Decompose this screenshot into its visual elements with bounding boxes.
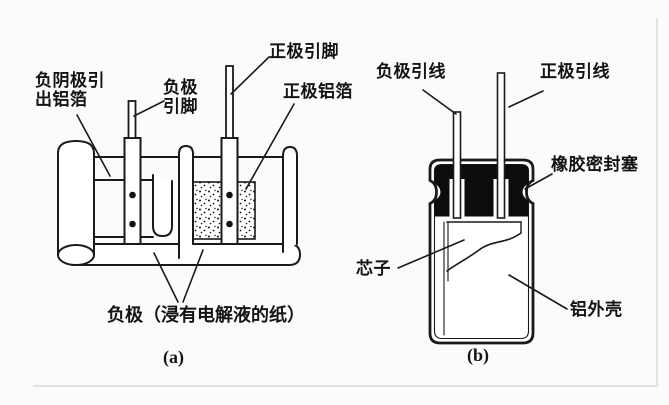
label-case: 铝外壳 [570,300,623,320]
rubber-seal-plug [434,164,529,217]
pos-tab [220,137,239,245]
card-bottom-border [33,385,658,387]
leader-core [397,239,465,269]
leader-rubber-seal [524,173,553,190]
neg-rivet-bottom [129,220,136,228]
leader-case [508,274,568,310]
label-neg-paper: 负极（浸有电解液的纸） [107,305,305,326]
paper-roll-bottom [57,244,95,266]
paper-curl-center [178,144,194,259]
leader-pos-pin [230,56,270,95]
paper-curl-right [282,145,298,253]
paper-curl-middle [152,174,173,238]
neg-pin-wire [127,100,137,139]
leader-neg-paper-right [182,249,204,303]
label-neg-cathode-foil: 负阴极引出铝箔 [35,71,105,110]
pos-pin-wire [225,65,234,139]
leader-pos-foil [245,103,295,190]
pos-lead-wire [496,72,506,219]
card-right-border [656,18,658,387]
leader-pos-lead [508,90,544,108]
figure-b-drawing [397,72,568,345]
neg-rivet-top [129,191,136,199]
caption-b: (b) [467,345,489,365]
neg-tab [123,137,142,245]
label-pos-pin: 正极引脚 [269,42,339,62]
pos-rivet-top [226,191,233,199]
label-neg-lead: 负极引线 [376,62,446,82]
leader-neg-pin [133,100,165,117]
neg-lead-wire [452,111,462,219]
figure-a-drawing [57,56,302,303]
label-neg-pin: 负极引脚 [163,78,198,117]
aluminum-can-inner-wall [433,163,530,340]
label-pos-foil: 正极铝箔 [283,82,353,102]
paper-roll-cylinder [57,139,95,256]
core-paper-edge-curve [446,232,522,272]
leader-neg-cathode-foil [76,114,111,177]
pos-rivet-bottom [226,220,233,228]
leader-neg-paper-left [153,252,179,303]
caption-a: (a) [163,347,184,367]
label-pos-lead: 正极引线 [540,62,610,82]
label-rubber-seal: 橡胶密封塞 [551,155,639,175]
label-core: 芯子 [356,259,391,279]
leader-neg-lead [422,89,457,115]
